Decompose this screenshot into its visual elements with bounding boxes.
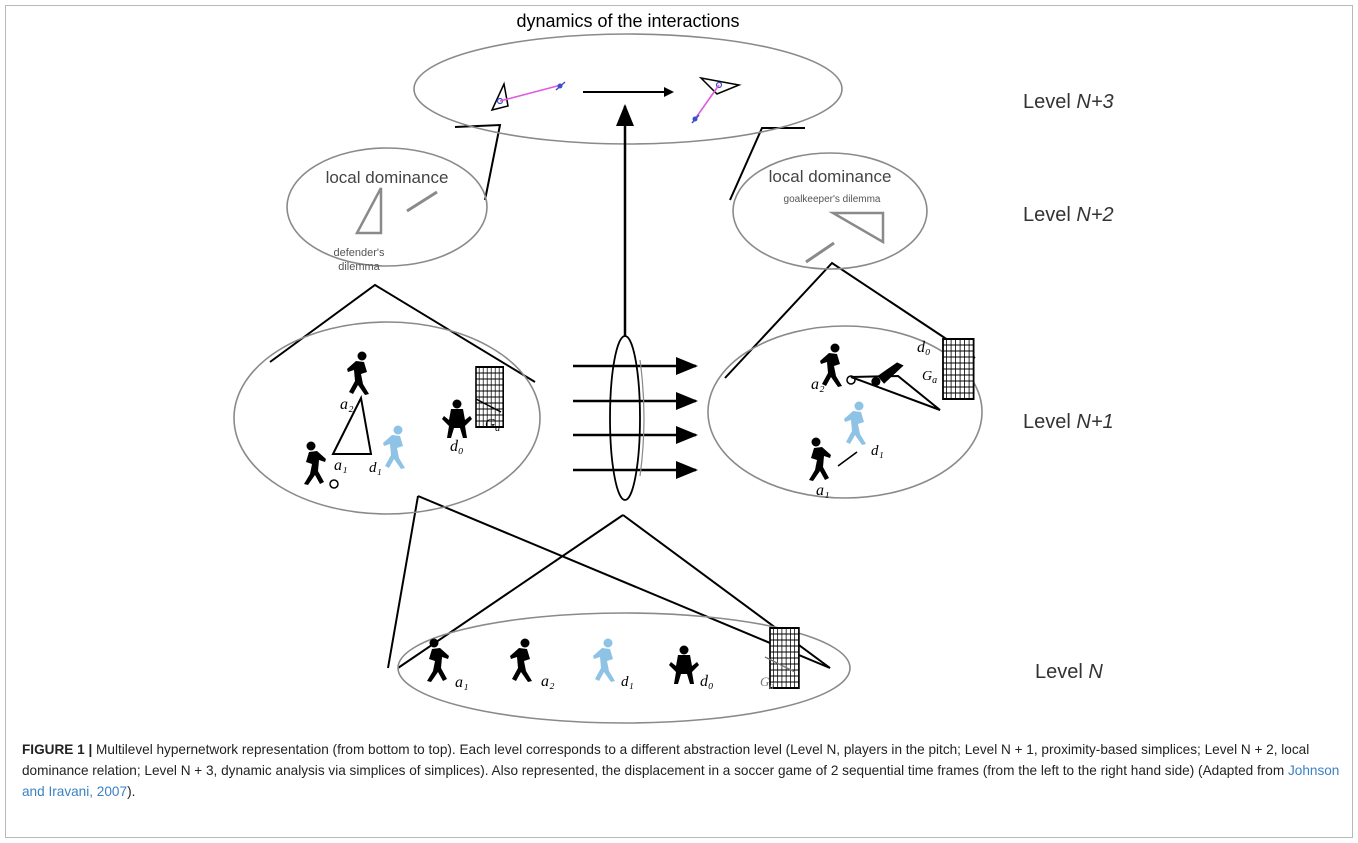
level-n2-right-ellipse (732, 152, 928, 270)
label-d1-left: d₁ (369, 460, 382, 476)
label-a2-n: a₂ (541, 673, 555, 690)
level-n2-label: Level N+2 (1023, 204, 1114, 226)
right-simplex-triangle (850, 374, 941, 411)
label-a1-n: a₁ (455, 674, 469, 691)
level-n1-label: Level N+1 (1023, 411, 1114, 433)
label-d0-n: d₀ (700, 673, 714, 690)
goal-net-icon (769, 627, 800, 689)
label-a1-right: a₁ (816, 482, 830, 499)
defender-dilemma-line2: dilemma (338, 261, 380, 273)
players-level-n (427, 627, 800, 689)
right-simplex-edge (837, 451, 858, 467)
player-d0-icon (442, 399, 472, 438)
player-d0-icon (669, 645, 699, 684)
connector-lines (269, 123, 976, 669)
caption-label: FIGURE 1 | (22, 742, 93, 757)
figure-frame (5, 5, 1353, 838)
top-node-title: dynamics of the interactions (516, 11, 739, 31)
caption-end: ). (127, 784, 136, 799)
level-n3-label: Level N+3 (1023, 91, 1114, 113)
simplex-left (490, 81, 566, 112)
level-n3-ellipse (413, 33, 843, 145)
level-n0-label: Level N (1035, 661, 1103, 683)
defender-dilemma-line1: defender's (333, 247, 385, 259)
player-a1-icon (304, 441, 326, 485)
left-dominance-edge (406, 190, 438, 213)
left-simplex-triangle (331, 394, 373, 455)
label-ga-right: Ga (922, 369, 937, 386)
player-d1-icon (593, 638, 615, 682)
hypernetwork-diagram: dynamics of the interactions local domin… (233, 11, 1114, 724)
simplex-right (691, 76, 742, 124)
player-a1-icon (809, 437, 831, 481)
player-a1-icon (427, 638, 449, 682)
label-a1-left: a₁ (334, 457, 348, 474)
level-n-ellipse (397, 612, 851, 724)
label-a2-left: a₂ (340, 396, 354, 413)
label-d0-left: d₀ (450, 438, 464, 455)
players-right-frame (809, 338, 975, 481)
player-d1-icon (844, 401, 866, 445)
figure-caption: FIGURE 1 | Multilevel hypernetwork repre… (22, 739, 1347, 802)
caption-body: Multilevel hypernetwork representation (… (22, 742, 1310, 778)
left-dominance-title: local dominance (326, 168, 449, 187)
frame-transition-arrows (573, 335, 698, 501)
label-ga-left: Ga (485, 417, 500, 434)
player-d1-icon (383, 425, 405, 469)
keeper-diving-icon (871, 362, 904, 387)
left-dominance-simplex (354, 187, 383, 235)
ball-icon (329, 479, 339, 489)
right-dominance-title: local dominance (769, 167, 892, 186)
label-gd-n: Gd (760, 674, 774, 691)
players-left-frame (304, 351, 505, 489)
label-d1-n: d₁ (621, 674, 634, 690)
player-a2-icon (510, 638, 532, 682)
caption-reference-link[interactable]: Johnson and Iravani, 2007 (22, 763, 1340, 799)
level-n1-left-ellipse (233, 321, 541, 515)
right-dominance-simplex (828, 211, 885, 245)
player-a2-icon (347, 351, 369, 395)
label-d1-right: d₁ (871, 443, 884, 459)
level-n1-right-ellipse (707, 325, 983, 499)
level-n2-left-ellipse (286, 147, 488, 267)
label-d0-right: d₀ (917, 339, 931, 356)
right-dominance-edge (805, 241, 835, 264)
goalkeeper-dilemma: goalkeeper's dilemma (784, 194, 881, 205)
label-a2-right: a₂ (811, 376, 825, 393)
goal-net-icon (942, 338, 975, 400)
